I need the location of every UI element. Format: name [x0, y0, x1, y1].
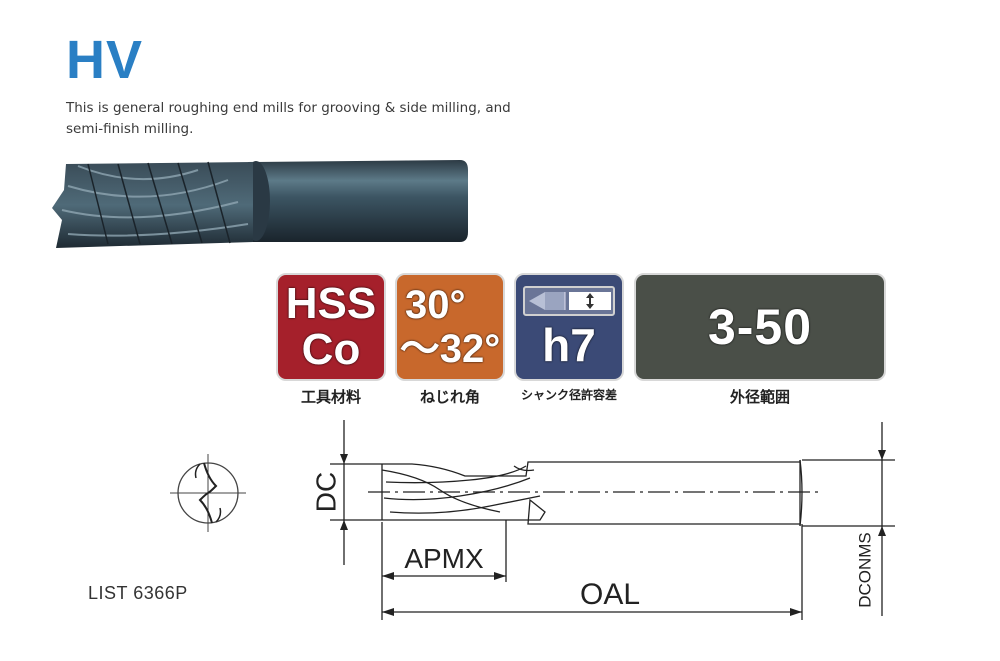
shank-diameter-icon — [523, 286, 615, 316]
diameter-range-badge: 3-50 — [634, 273, 886, 381]
helix-line2: ～32° — [399, 327, 501, 371]
list-number: LIST 6366P — [88, 583, 188, 603]
helix-angle-caption: ねじれ角 — [419, 388, 480, 406]
product-title: HV — [66, 30, 144, 90]
tool-material-caption: 工具材料 — [300, 388, 361, 406]
helix-line1: 30° — [405, 283, 466, 327]
material-line1: HSS — [285, 279, 377, 328]
technical-drawing: DC APMX OAL DCONMS — [310, 420, 895, 620]
cross-section-view — [170, 454, 246, 532]
oal-label: OAL — [580, 578, 640, 611]
tool-material-badge: HSS Co — [276, 273, 386, 381]
diameter-range-caption: 外径範囲 — [729, 388, 790, 406]
shank-tolerance-caption: シャンク径許容差 — [520, 388, 617, 402]
shank-tolerance-value: h7 — [542, 319, 596, 371]
dc-label: DC — [310, 472, 341, 512]
diameter-range-value: 3-50 — [707, 299, 813, 355]
apmx-label: APMX — [404, 543, 484, 574]
shank-tolerance-badge: h7 — [514, 273, 624, 381]
helix-angle-badge: 30° ～32° — [395, 273, 505, 381]
end-mill-photo — [52, 160, 468, 248]
material-line2: Co — [301, 325, 361, 374]
dconms-label: DCONMS — [855, 532, 874, 608]
product-description: This is general roughing end mills for g… — [66, 100, 511, 137]
